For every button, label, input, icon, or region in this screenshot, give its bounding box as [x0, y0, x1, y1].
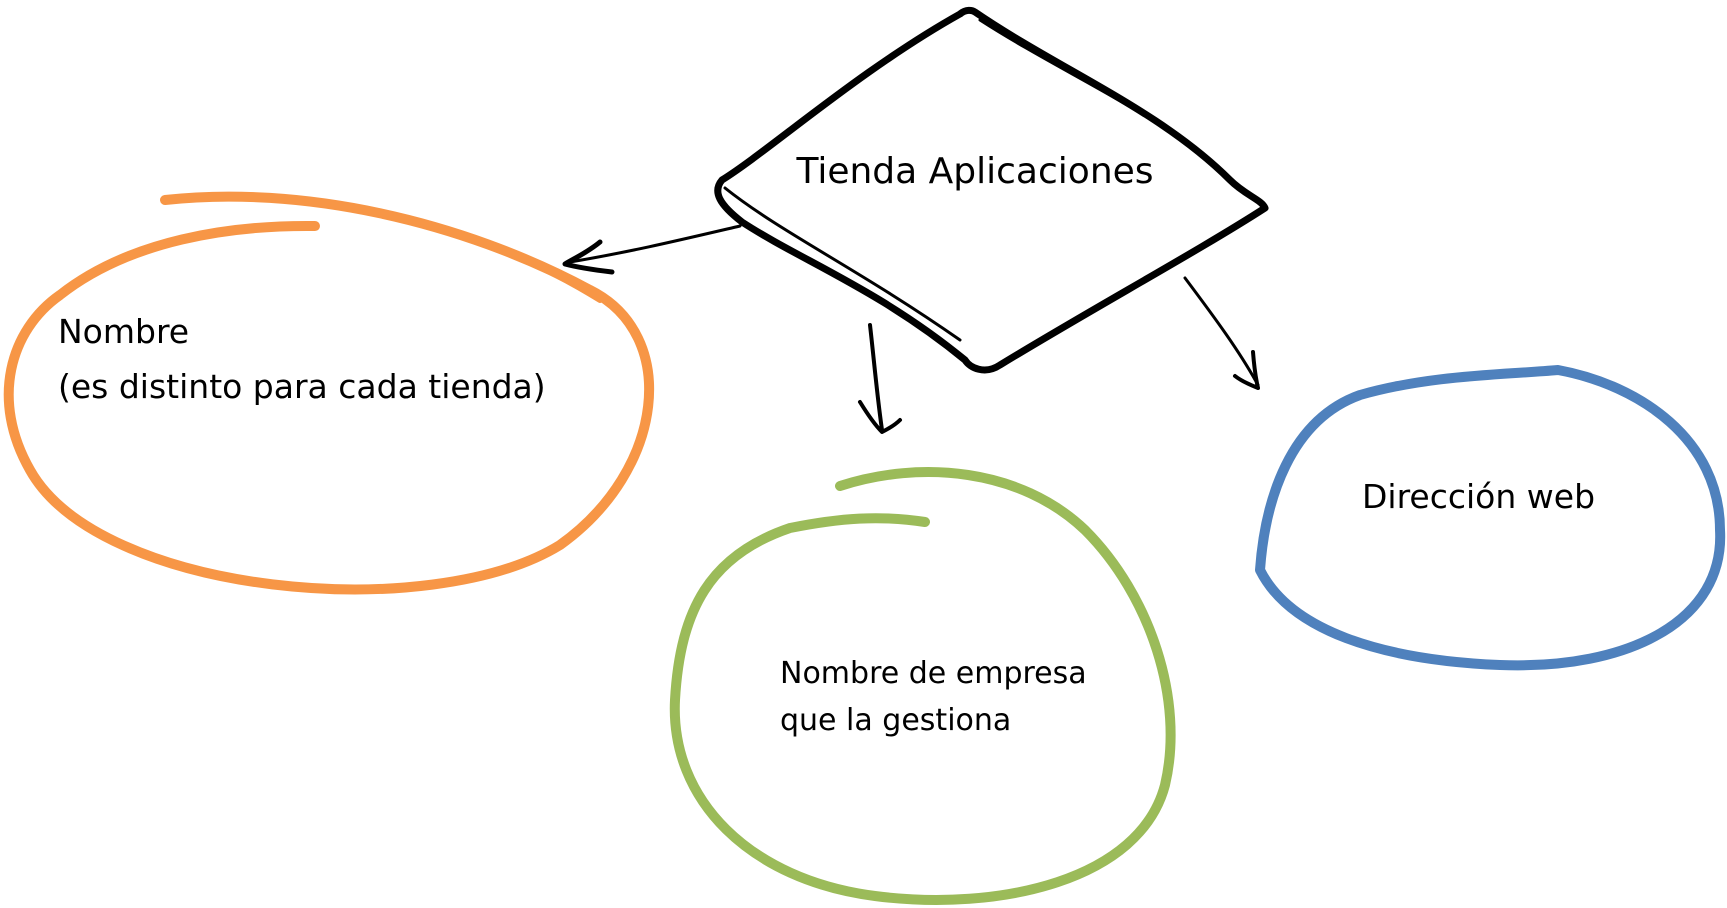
- nombre-node-label-line2: (es distinto para cada tienda): [58, 367, 546, 406]
- arrow-to-web-head: [1233, 350, 1260, 390]
- empresa-node-label-line2: que la gestiona: [780, 703, 1011, 738]
- arrow-to-nombre: [562, 224, 742, 275]
- arrow-to-nombre-head: [562, 239, 615, 275]
- nombre-node-label-line1: Nombre: [58, 312, 189, 351]
- central-diamond-label: Tienda Aplicaciones: [795, 151, 1153, 192]
- empresa-node-label-line1: Nombre de empresa: [780, 656, 1087, 691]
- web-node-outline: [1255, 365, 1726, 671]
- nombre-node-overstroke: [167, 193, 603, 303]
- arrow-to-empresa-head: [858, 400, 902, 434]
- arrow-to-web: [1183, 276, 1260, 390]
- empresa-node: Nombre de empresa que la gestiona: [669, 467, 1176, 905]
- web-node-label: Dirección web: [1362, 477, 1595, 516]
- central-diamond-node: Tienda Aplicaciones: [714, 6, 1269, 374]
- arrow-to-web-line: [1183, 276, 1260, 387]
- empresa-node-outline: [669, 467, 1176, 905]
- central-diamond-overstroke: [723, 18, 1242, 342]
- arrow-to-nombre-line: [568, 224, 742, 264]
- web-node: Dirección web: [1255, 365, 1726, 671]
- arrow-to-empresa-line: [868, 323, 884, 432]
- nombre-node: Nombre (es distinto para cada tienda): [3, 191, 655, 595]
- arrow-to-empresa: [858, 323, 902, 434]
